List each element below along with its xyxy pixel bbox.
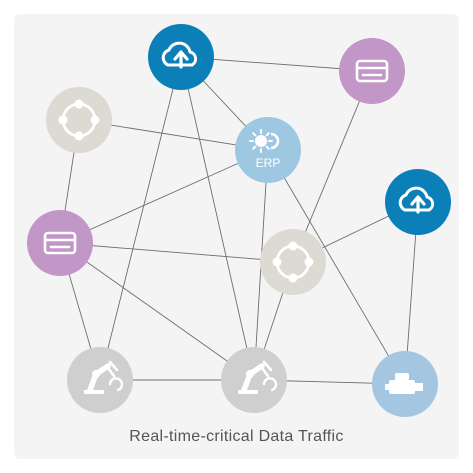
erp-icon: ERP bbox=[249, 129, 281, 170]
cloud-upload-icon bbox=[398, 186, 435, 214]
edge-cloud-top-robot-center bbox=[180, 56, 255, 381]
node-card-left bbox=[27, 210, 93, 276]
node-circle bbox=[27, 210, 93, 276]
node-circle bbox=[260, 229, 326, 295]
node-hub-center bbox=[260, 229, 326, 295]
node-erp: ERP bbox=[235, 117, 301, 183]
edge-card-left-hub-center bbox=[59, 242, 294, 263]
edge-card-left-robot-center bbox=[59, 242, 255, 381]
edge-card-top-right-hub-center bbox=[292, 70, 373, 263]
edges-layer bbox=[59, 56, 419, 385]
edge-erp-machine-right bbox=[267, 149, 406, 385]
credit-card-icon bbox=[355, 59, 389, 83]
cloud-upload-icon bbox=[161, 41, 198, 69]
diagram-caption: Real-time-critical Data Traffic bbox=[129, 428, 344, 445]
machine-icon bbox=[385, 373, 423, 394]
node-machine-right bbox=[372, 351, 438, 417]
node-cloud-top bbox=[148, 24, 214, 90]
node-circle bbox=[339, 38, 405, 104]
hub-circle-icon bbox=[58, 99, 100, 141]
robot-arm-icon bbox=[238, 360, 278, 394]
node-card-top-right bbox=[339, 38, 405, 104]
node-circle bbox=[221, 347, 287, 413]
node-circle bbox=[46, 87, 112, 153]
node-cloud-right bbox=[385, 169, 451, 235]
nodes-layer: ERP bbox=[27, 24, 451, 417]
edge-cloud-top-robot-left bbox=[99, 56, 182, 381]
edge-erp-card-left bbox=[59, 149, 269, 244]
hub-circle-icon bbox=[272, 241, 314, 283]
node-robot-left bbox=[67, 347, 133, 413]
erp-label: ERP bbox=[256, 156, 281, 170]
node-circle bbox=[67, 347, 133, 413]
node-robot-center bbox=[221, 347, 287, 413]
node-hub-top-left bbox=[46, 87, 112, 153]
robot-arm-icon bbox=[84, 360, 124, 394]
credit-card-icon bbox=[43, 231, 77, 255]
node-circle bbox=[235, 117, 301, 183]
